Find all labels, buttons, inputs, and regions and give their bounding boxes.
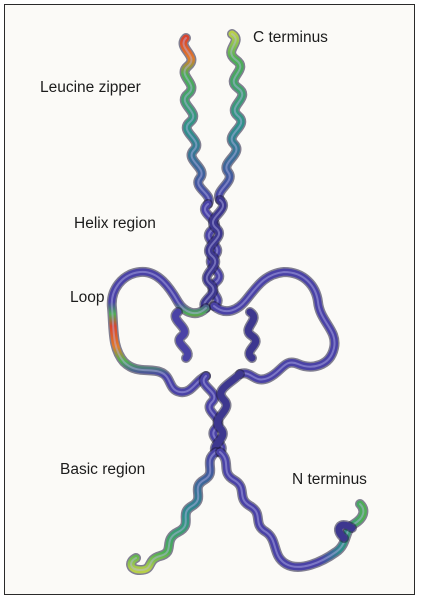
left-loop: [112, 272, 206, 392]
label-helix-region: Helix region: [74, 215, 156, 232]
right-loop: [214, 272, 335, 380]
label-n-terminus: N terminus: [292, 471, 367, 488]
right-bottom-strand: [220, 452, 363, 567]
label-loop: Loop: [70, 289, 104, 306]
label-leucine-zipper: Leucine zipper: [40, 79, 141, 96]
label-basic-region: Basic region: [60, 461, 145, 478]
central-lower-helix: [204, 374, 240, 452]
helix-region-strands: [204, 200, 223, 308]
left-top-strand: [183, 38, 209, 204]
right-top-strand: [219, 34, 242, 200]
label-c-terminus: C terminus: [253, 29, 328, 46]
